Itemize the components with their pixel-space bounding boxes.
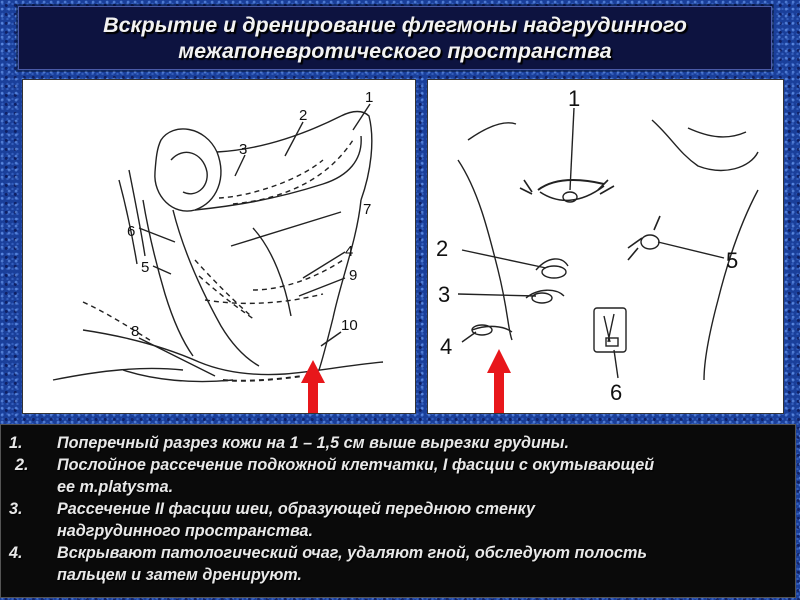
right-red-arrow xyxy=(487,349,511,413)
left-label-5: 5 xyxy=(141,259,149,276)
left-label-7: 7 xyxy=(363,201,371,218)
right-label-5: 5 xyxy=(726,248,738,273)
right-label-3: 3 xyxy=(438,282,450,307)
left-label-3: 3 xyxy=(239,141,247,158)
left-label-9: 9 xyxy=(349,267,357,284)
step-item: 4. Вскрывают патологический очаг, удаляю… xyxy=(9,542,787,586)
step-text: Рассечение II фасции шеи, образующей пер… xyxy=(57,500,536,540)
step-item: 1. Поперечный разрез кожи на 1 – 1,5 см … xyxy=(9,432,787,454)
incision-layers-drawing: 1 2 3 4 5 6 xyxy=(436,86,759,413)
page-title-line-2: межапоневротического пространства xyxy=(178,39,612,63)
right-label-2: 2 xyxy=(436,236,448,261)
step-number: 3. xyxy=(9,500,23,518)
left-label-10: 10 xyxy=(341,317,358,334)
right-illustration-panel: 1 2 3 4 5 6 xyxy=(427,79,784,414)
neck-anatomy-drawing: 1 2 3 4 5 6 7 8 9 10 xyxy=(52,89,384,413)
left-label-2: 2 xyxy=(299,107,307,124)
step-number: 4. xyxy=(9,544,23,562)
step-item: 2. Послойное рассечение подкожной клетча… xyxy=(9,454,787,498)
left-label-8: 8 xyxy=(131,323,139,340)
step-item: 3. Рассечение II фасции шеи, образующей … xyxy=(9,498,787,542)
left-label-1: 1 xyxy=(365,89,373,106)
left-label-6: 6 xyxy=(127,223,135,240)
step-number: 1. xyxy=(9,434,23,452)
left-illustration-panel: 1 2 3 4 5 6 7 8 9 10 xyxy=(22,79,416,414)
step-text: Поперечный разрез кожи на 1 – 1,5 см выш… xyxy=(57,434,570,452)
page-title-line-1: Вскрытие и дренирование флегмоны надгруд… xyxy=(103,13,687,37)
step-text: Послойное рассечение подкожной клетчатки… xyxy=(57,456,655,496)
right-label-1: 1 xyxy=(568,86,580,111)
title-box: Вскрытие и дренирование флегмоны надгруд… xyxy=(18,6,772,70)
right-label-6: 6 xyxy=(610,380,622,405)
step-text: Вскрывают патологический очаг, удаляют г… xyxy=(57,544,647,584)
steps-list: 1. Поперечный разрез кожи на 1 – 1,5 см … xyxy=(0,424,796,598)
step-number: 2. xyxy=(15,456,29,474)
left-label-4: 4 xyxy=(345,243,353,260)
left-red-arrow xyxy=(301,360,325,413)
right-label-4: 4 xyxy=(440,334,452,359)
